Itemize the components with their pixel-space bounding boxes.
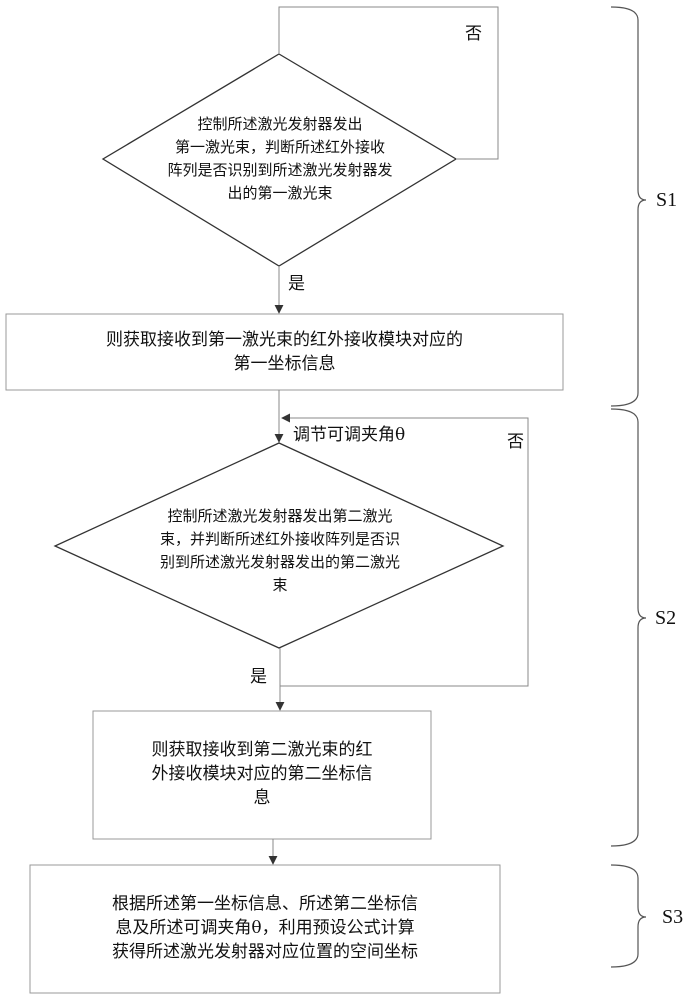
process-3-box — [29, 864, 501, 994]
decision-1-no-label: 否 — [465, 24, 482, 44]
process-2-box — [92, 710, 432, 840]
process-2-text: 则获取接收到第二激光束的红 外接收模块对应的第二坐标信 息 — [151, 740, 373, 808]
brace-s2 — [610, 408, 647, 847]
decision-2-no-loop — [280, 413, 529, 687]
decision-1-text: 控制所述激光发射器发出 第一激光束，判断所述红外接收 阵列是否识别到所述激光发射… — [167, 115, 393, 202]
decision-2-text: 控制所述激光发射器发出第二激光 束，并判断所述红外接收阵列是否识 别到所述激光发… — [159, 507, 400, 594]
step-label-s3: S3 — [662, 906, 684, 928]
adjust-angle-label: 调节可调夹角θ — [293, 425, 406, 445]
decision-2-no-label: 否 — [507, 432, 524, 452]
step-label-s2: S2 — [655, 607, 677, 629]
decision-2-yes-label: 是 — [250, 667, 267, 687]
decision-1-yes-label: 是 — [288, 274, 305, 294]
process-1-text: 则获取接收到第一激光束的红外接收模块对应的 第一坐标信息 — [106, 330, 463, 374]
decision-1-no-loop — [278, 6, 499, 160]
process-3-text: 根据所述第一坐标信息、所述第二坐标信 息及所述可调夹角θ，利用预设公式计算 获得… — [112, 894, 418, 962]
step-label-s1: S1 — [656, 189, 678, 211]
brace-s1 — [610, 6, 647, 407]
brace-s3 — [610, 864, 647, 968]
process-1-box — [5, 313, 564, 391]
decision-2-diamond — [53, 442, 505, 649]
